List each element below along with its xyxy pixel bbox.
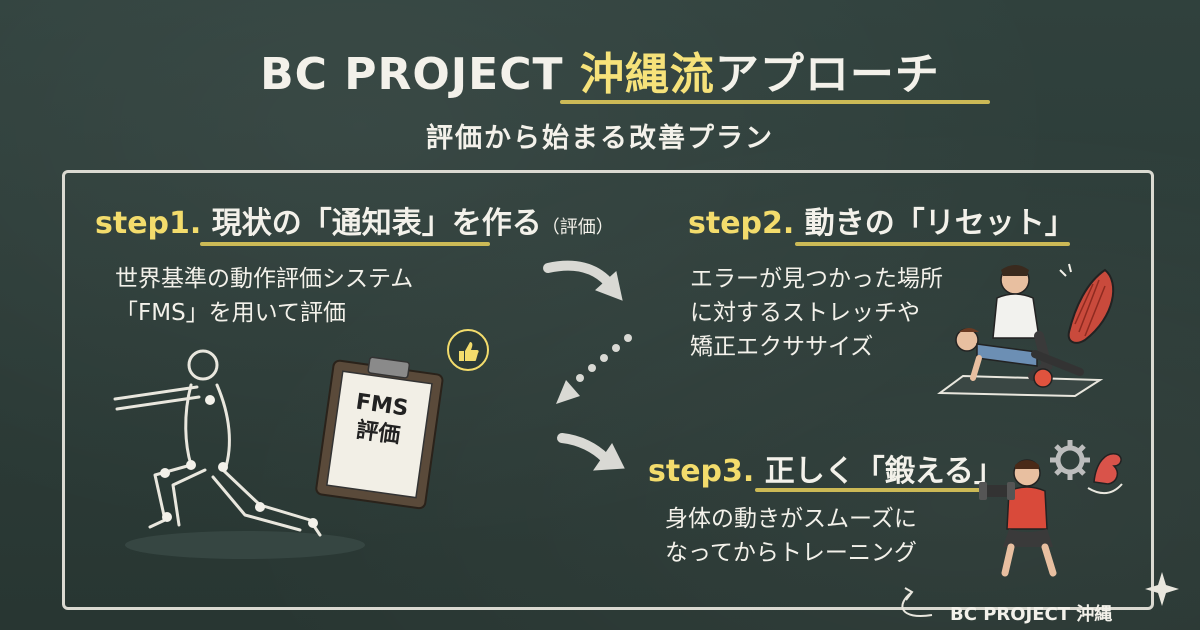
title-prefix: BC PROJECT [260,49,580,100]
step1-title: 現状の「通知表」を作る [211,206,542,241]
gear-icon [1050,440,1090,480]
sparkle-icon [1145,572,1179,606]
content-frame [62,170,1154,610]
step1-label: step1. [95,206,202,241]
step1-body: 世界基準の動作評価システム 「FMS」を用いて評価 [115,266,414,326]
step3-title: 正しく「鍛える」 [764,454,1004,489]
step3-label: step3. [648,454,755,489]
thumbs-up-icon [447,329,489,371]
clipboard-illustration [315,356,444,510]
clipboard-text: FMS 評価 [336,387,423,454]
arrow-step2-to-step3-dotted [556,334,632,404]
step2-body: エラーが見つかった場所 に対するストレッチや 矯正エクササイズ [690,266,943,360]
step3-underline [755,488,1000,492]
dumbbell-squat-illustration [979,459,1057,577]
arrow-step1-to-step2 [543,260,623,301]
step2-underline [795,242,1070,246]
step2-heading: step2. 動きの「リセット」 [688,198,1075,242]
page-subtitle: 評価から始まる改善プラン [426,123,774,154]
title-highlight: 沖縄流 [579,49,715,100]
title-suffix: アプローチ [714,49,940,100]
step1-heading: step1. 現状の「通知表」を作る（評価） [95,198,614,242]
step1-underline [200,242,490,246]
step2-label: step2. [688,206,795,241]
arrow-to-step3 [557,433,625,471]
muscle-icon [1059,263,1115,344]
stretch-session-illustration [937,265,1104,398]
gear-muscle-icon [1050,440,1123,495]
step1-note: （評価） [541,217,614,238]
title-underline [560,100,990,104]
page-title: BC PROJECT 沖縄流アプローチ [0,38,1200,102]
footer-brand: BC PROJECT 沖縄 [950,604,1113,625]
step2-title: 動きの「リセット」 [804,206,1075,241]
footer-arrow [901,587,933,617]
step3-heading: step3. 正しく「鍛える」 [648,446,1004,490]
lunge-figure-illustration [113,349,365,559]
step3-body: 身体の動きがスムーズに なってからトレーニング [665,506,917,566]
